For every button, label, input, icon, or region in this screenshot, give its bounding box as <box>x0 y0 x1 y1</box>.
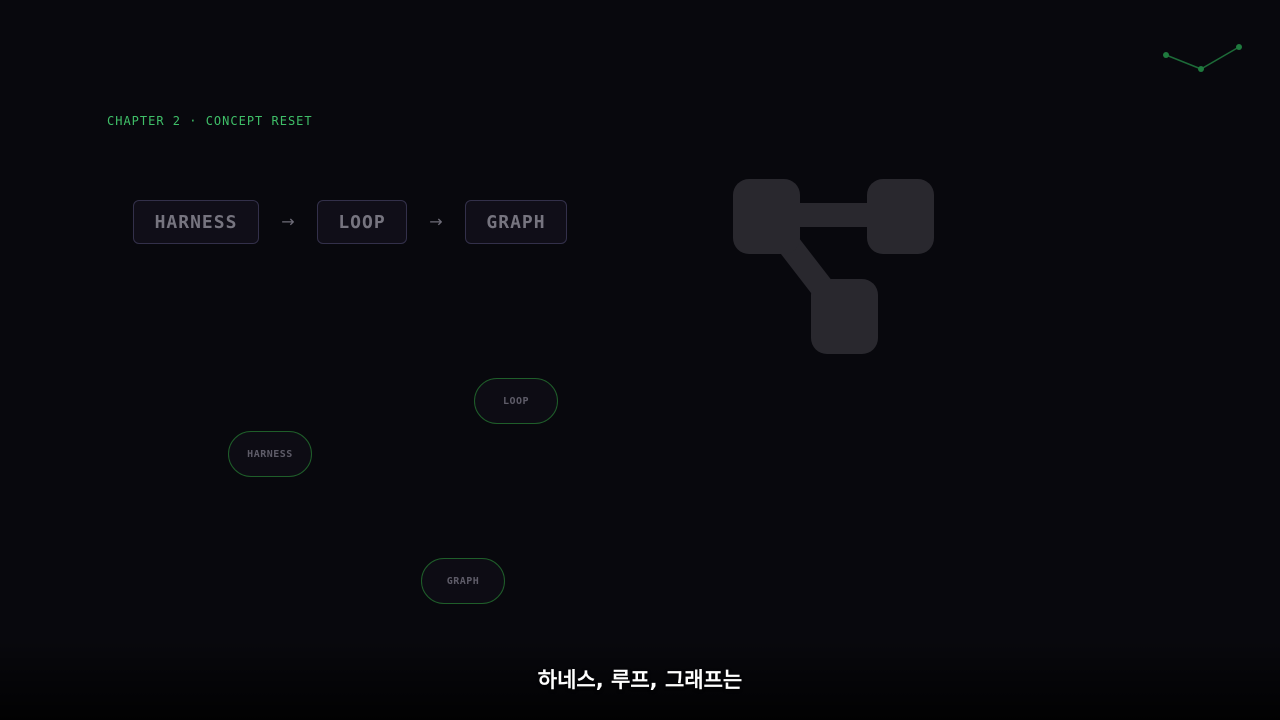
constellation-icon <box>1163 44 1242 72</box>
graph-node-bottom <box>811 279 878 354</box>
pill-graph: GRAPH <box>421 558 505 604</box>
subtitle-caption: 하네스, 루프, 그래프는 <box>537 668 743 692</box>
flow-box-harness: HARNESS <box>133 200 259 244</box>
flow-arrow-2: → <box>429 212 443 231</box>
pill-harness: HARNESS <box>228 431 312 477</box>
pill-loop: LOOP <box>474 378 558 424</box>
chapter-label: CHAPTER 2 · CONCEPT RESET <box>107 114 313 128</box>
graph-nodes-icon <box>733 179 934 354</box>
flow-box-graph: GRAPH <box>465 200 567 244</box>
graph-node-right <box>867 179 934 254</box>
flow-box-loop: LOOP <box>317 200 407 244</box>
flow-arrow-1: → <box>281 212 295 231</box>
subtitle-band <box>0 640 1280 720</box>
graph-node-left <box>733 179 800 254</box>
